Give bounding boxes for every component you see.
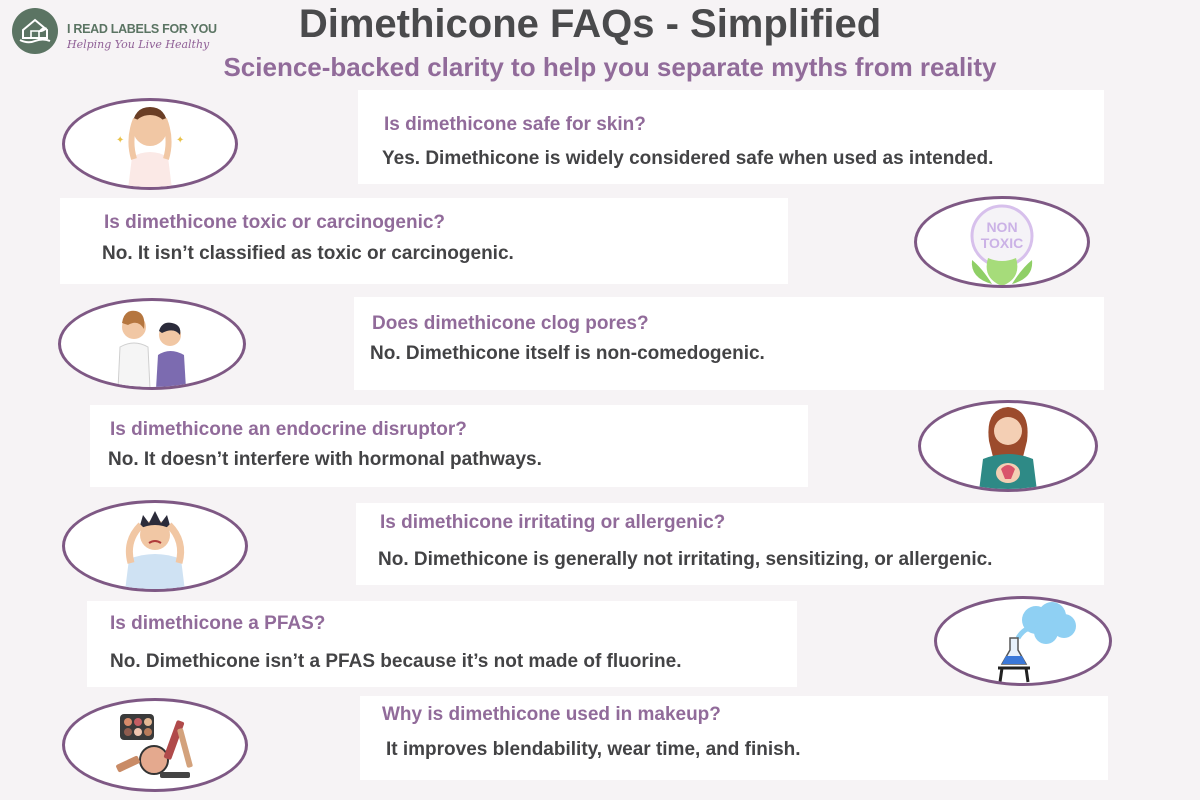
faq-card-4: Is dimethicone an endocrine disruptor? N…: [90, 405, 808, 487]
faq-answer: No. It isn’t classified as toxic or carc…: [102, 243, 514, 264]
faq-card-2: Is dimethicone toxic or carcinogenic? No…: [60, 198, 788, 284]
faq-2-illustration: NON TOXIC: [914, 196, 1090, 288]
svg-text:✦: ✦: [176, 135, 184, 146]
house-hand-icon: [12, 8, 58, 54]
faq-answer: No. Dimethicone itself is non-comedogeni…: [370, 343, 765, 364]
makeup-products-icon: [116, 714, 193, 778]
woman-reproductive-system-icon: [979, 407, 1037, 489]
woman-touching-face-icon: ✦ ✦: [116, 107, 184, 187]
faq-3-illustration: [58, 298, 246, 390]
faq-answer: No. Dimethicone isn’t a PFAS because it’…: [110, 651, 682, 672]
faq-answer: Yes. Dimethicone is widely considered sa…: [382, 148, 994, 169]
faq-answer: No. It doesn’t interfere with hormonal p…: [108, 449, 542, 470]
doctor-examining-patient-icon: [117, 310, 186, 387]
faq-question: Is dimethicone an endocrine disruptor?: [110, 419, 467, 440]
faq-answer: No. Dimethicone is generally not irritat…: [378, 549, 993, 570]
page-title: Dimethicone FAQs - Simplified: [298, 2, 882, 46]
faq-question: Why is dimethicone used in makeup?: [382, 704, 721, 725]
svg-text:TOXIC: TOXIC: [981, 235, 1024, 251]
faq-7-illustration: [62, 698, 248, 792]
faq-5-illustration: [62, 500, 248, 592]
faq-answer: It improves blendability, wear time, and…: [386, 739, 801, 760]
faq-question: Is dimethicone safe for skin?: [384, 114, 646, 135]
faq-6-illustration: [934, 596, 1112, 686]
chemistry-flask-smoke-icon: [998, 602, 1076, 683]
faq-question: Does dimethicone clog pores?: [372, 313, 649, 334]
non-toxic-badge-icon: NON TOXIC: [970, 204, 1034, 285]
faq-card-3: Does dimethicone clog pores? No. Dimethi…: [354, 297, 1104, 390]
faq-card-7: Why is dimethicone used in makeup? It im…: [360, 696, 1108, 780]
page-subtitle: Science-backed clarity to help you separ…: [223, 52, 997, 82]
faq-question: Is dimethicone irritating or allergenic?: [380, 512, 726, 533]
brand-logo: I READ LABELS FOR YOU Helping You Live H…: [12, 8, 217, 58]
faq-4-illustration: [918, 400, 1098, 492]
brand-tagline: Helping You Live Healthy: [67, 38, 210, 51]
faq-card-1: Is dimethicone safe for skin? Yes. Dimet…: [358, 90, 1104, 184]
faq-1-illustration: ✦ ✦: [62, 98, 238, 190]
irritated-man-scratching-head-icon: [125, 511, 185, 589]
faq-card-5: Is dimethicone irritating or allergenic?…: [356, 503, 1104, 585]
faq-question: Is dimethicone a PFAS?: [110, 613, 326, 634]
svg-text:✦: ✦: [116, 135, 124, 146]
faq-card-6: Is dimethicone a PFAS? No. Dimethicone i…: [87, 601, 797, 687]
brand-name: I READ LABELS FOR YOU: [67, 22, 217, 36]
faq-question: Is dimethicone toxic or carcinogenic?: [104, 212, 446, 233]
svg-text:NON: NON: [986, 219, 1017, 235]
